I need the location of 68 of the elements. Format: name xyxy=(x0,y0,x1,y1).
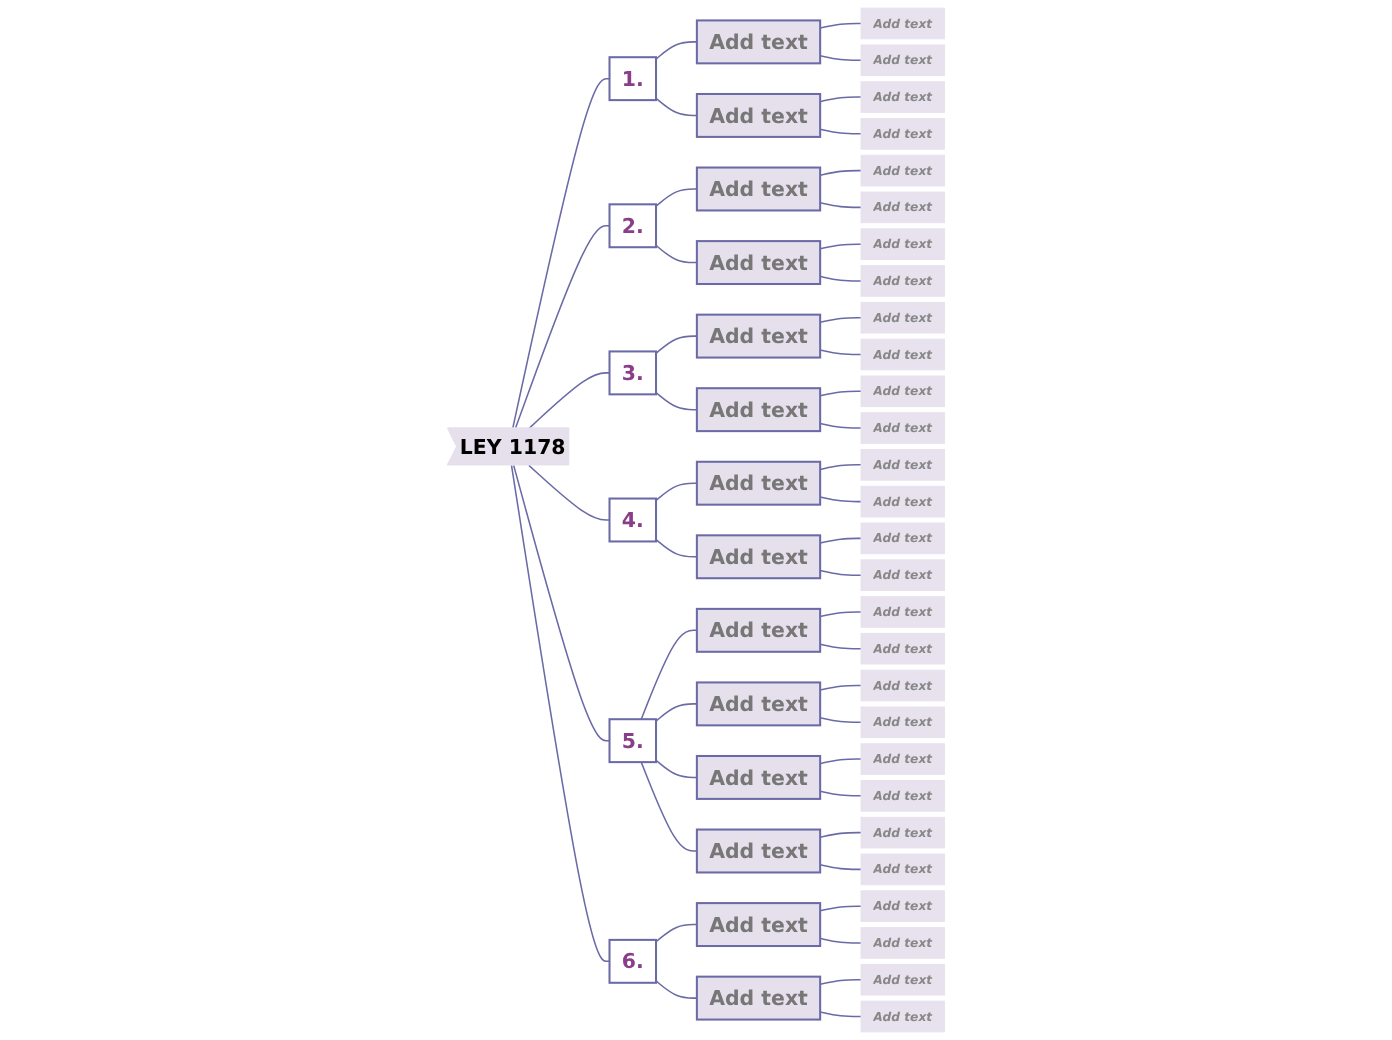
connector xyxy=(655,244,698,264)
connector xyxy=(819,243,862,250)
connector xyxy=(819,1011,862,1018)
connector xyxy=(819,684,862,691)
connector xyxy=(655,41,698,60)
node-box: 2. xyxy=(608,203,658,249)
connector xyxy=(819,537,862,544)
node-box: 6. xyxy=(608,938,658,984)
node-box: 1. xyxy=(608,56,658,102)
connector xyxy=(819,349,862,356)
connector xyxy=(819,128,862,135)
connector xyxy=(655,759,698,779)
node-box: 4. xyxy=(608,497,658,543)
connector xyxy=(819,758,862,765)
node-box: Add text xyxy=(695,607,822,653)
connector xyxy=(655,335,698,355)
connector xyxy=(510,464,611,963)
connector xyxy=(655,923,698,943)
node-box: Add text xyxy=(695,166,822,212)
node-box: Add text xyxy=(695,460,822,506)
node-box: Add text xyxy=(695,828,822,874)
node-box: Add text xyxy=(695,92,822,138)
connector xyxy=(819,390,862,397)
connector xyxy=(655,980,698,999)
connector xyxy=(640,761,698,852)
connector xyxy=(512,464,611,742)
node-box: Add text xyxy=(695,19,822,65)
connector xyxy=(819,169,862,176)
connector xyxy=(819,864,862,871)
connector xyxy=(819,569,862,576)
connector xyxy=(819,422,862,429)
connector xyxy=(514,225,611,430)
connector xyxy=(819,978,862,986)
node-box: Add text xyxy=(695,534,822,580)
node-box: Add text xyxy=(695,975,822,1021)
connector xyxy=(528,372,611,430)
connector xyxy=(819,831,862,838)
connector xyxy=(819,464,862,471)
connector xyxy=(655,97,698,117)
connector xyxy=(819,22,862,29)
connector xyxy=(640,629,698,720)
connector xyxy=(819,275,862,282)
connector xyxy=(819,611,862,618)
connector xyxy=(655,391,698,411)
connector xyxy=(819,496,862,503)
connector xyxy=(528,464,611,521)
node-box: 3. xyxy=(608,350,658,396)
connector xyxy=(655,188,698,207)
connector xyxy=(511,77,611,430)
connector xyxy=(819,54,862,62)
connector xyxy=(819,316,862,324)
node-box: Add text xyxy=(695,313,822,359)
connector xyxy=(819,790,862,797)
connector xyxy=(655,482,698,502)
connector xyxy=(655,703,698,722)
node-box: 5. xyxy=(608,718,658,764)
node-box: Add text xyxy=(695,240,822,286)
connector xyxy=(819,96,862,103)
node-box: Add text xyxy=(695,754,822,800)
connector xyxy=(819,643,862,650)
connector xyxy=(819,905,862,912)
connector xyxy=(819,202,862,209)
connector xyxy=(819,716,862,724)
connector xyxy=(655,538,698,558)
node-box: Add text xyxy=(695,681,822,727)
connector xyxy=(819,937,862,944)
node-box: Add text xyxy=(695,902,822,948)
node-box: Add text xyxy=(695,387,822,433)
